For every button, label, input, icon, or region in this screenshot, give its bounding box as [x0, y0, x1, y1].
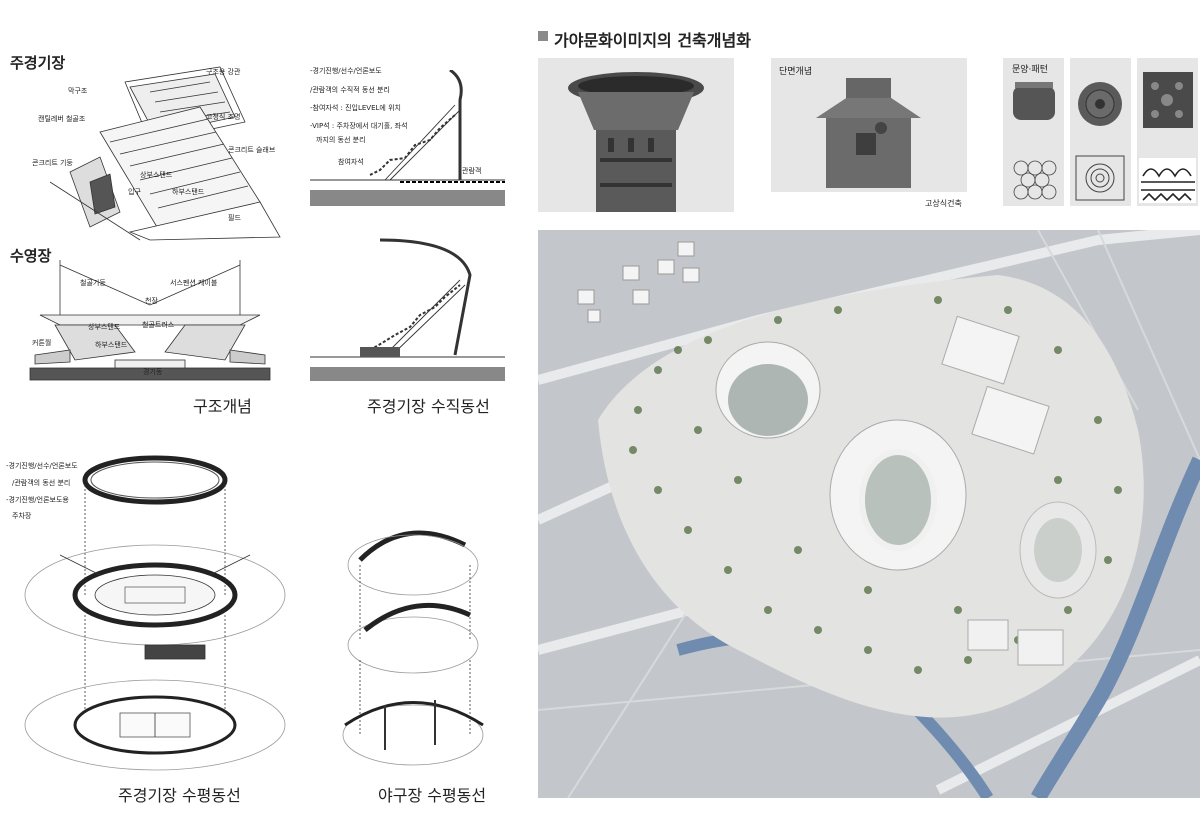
- caption-vertical-circulation: 주경기장 수직동선: [367, 397, 490, 416]
- pool-section-title: 수영장: [10, 247, 52, 265]
- gaya-pottery-photo: [538, 58, 734, 212]
- pool-label: 경기동: [143, 368, 163, 376]
- horizontal-note: -경기진행/선수/언론보도: [6, 462, 78, 470]
- vertical-circulation-section-upper: [310, 70, 505, 206]
- title-bullet-icon: [538, 31, 548, 41]
- main-stadium-exploded-diagram: [24, 455, 286, 771]
- vertical-note: -경기진행/선수/언론보도: [310, 67, 382, 75]
- pool-label: 상부스탠드: [88, 323, 121, 331]
- vertical-note: -VIP석 : 주차장에서 대기홀, 좌석: [310, 122, 408, 130]
- stadium-label: 입구: [128, 188, 141, 196]
- caption-baseball-horizontal: 야구장 수평동선: [378, 786, 487, 805]
- pool-label: 하부스탠드: [95, 341, 128, 349]
- caption-structure-concept: 구조개념: [193, 397, 252, 416]
- pattern-panel-vessel: [1003, 58, 1064, 206]
- vertical-label-spectator: 관람객: [462, 167, 482, 175]
- vertical-note: -참여자석 : 진입LEVEL에 위치: [310, 104, 401, 112]
- stadium-label: 상부스탠드: [140, 171, 173, 179]
- stadium-label: 콘크리트 기둥: [32, 159, 73, 167]
- vertical-label-participant: 참여자석: [338, 158, 364, 166]
- horizontal-note: -경기진행/언론보도용: [6, 496, 69, 504]
- stadium-section-title: 주경기장: [10, 54, 66, 72]
- stadium-label: 하부스탠드: [172, 188, 205, 196]
- baseball-exploded-diagram: [342, 530, 484, 766]
- vertical-note: 까지의 동선 분리: [316, 136, 366, 144]
- stadium-label: 콘크리트 슬래브: [228, 146, 276, 154]
- pattern-panel-tile: [1137, 58, 1198, 206]
- house-vessel-photo: [771, 58, 967, 192]
- stadium-label: 캔틸레버 철골조: [38, 115, 86, 123]
- caption-main-stadium-horizontal: 주경기장 수평동선: [118, 786, 241, 805]
- stadium-label: 막구조: [68, 87, 88, 95]
- horizontal-note: /관람객의 동선 분리: [12, 479, 71, 487]
- pool-label: 철골기둥: [80, 279, 106, 287]
- vertical-circulation-section-lower: [310, 238, 505, 381]
- house-architecture-label: 고상식건축: [925, 199, 962, 208]
- horizontal-note: 주차장: [12, 512, 32, 520]
- section-concept-label: 단면개념: [779, 67, 813, 77]
- vertical-note: /관람객의 수직적 동선 분리: [310, 86, 390, 94]
- pool-label: 커튼월: [32, 339, 52, 347]
- pool-label: 천장: [145, 297, 158, 305]
- stadium-structure-drawing: [49, 66, 281, 241]
- pool-label: 철골트러스: [142, 321, 175, 329]
- pattern-panel-disc: [1070, 58, 1131, 206]
- site-model-photo: [538, 230, 1200, 798]
- stadium-label: 필드: [228, 214, 241, 222]
- pool-label: 서스펜션 케이블: [170, 279, 218, 287]
- stadium-label: 구조용 강관: [206, 68, 241, 76]
- pattern-label: 문양·패턴: [1012, 65, 1048, 75]
- stadium-label: 고정식 조명: [206, 113, 241, 121]
- pool-structure-drawing: [29, 260, 271, 381]
- right-title: 가야문화이미지의 건축개념화: [554, 31, 751, 50]
